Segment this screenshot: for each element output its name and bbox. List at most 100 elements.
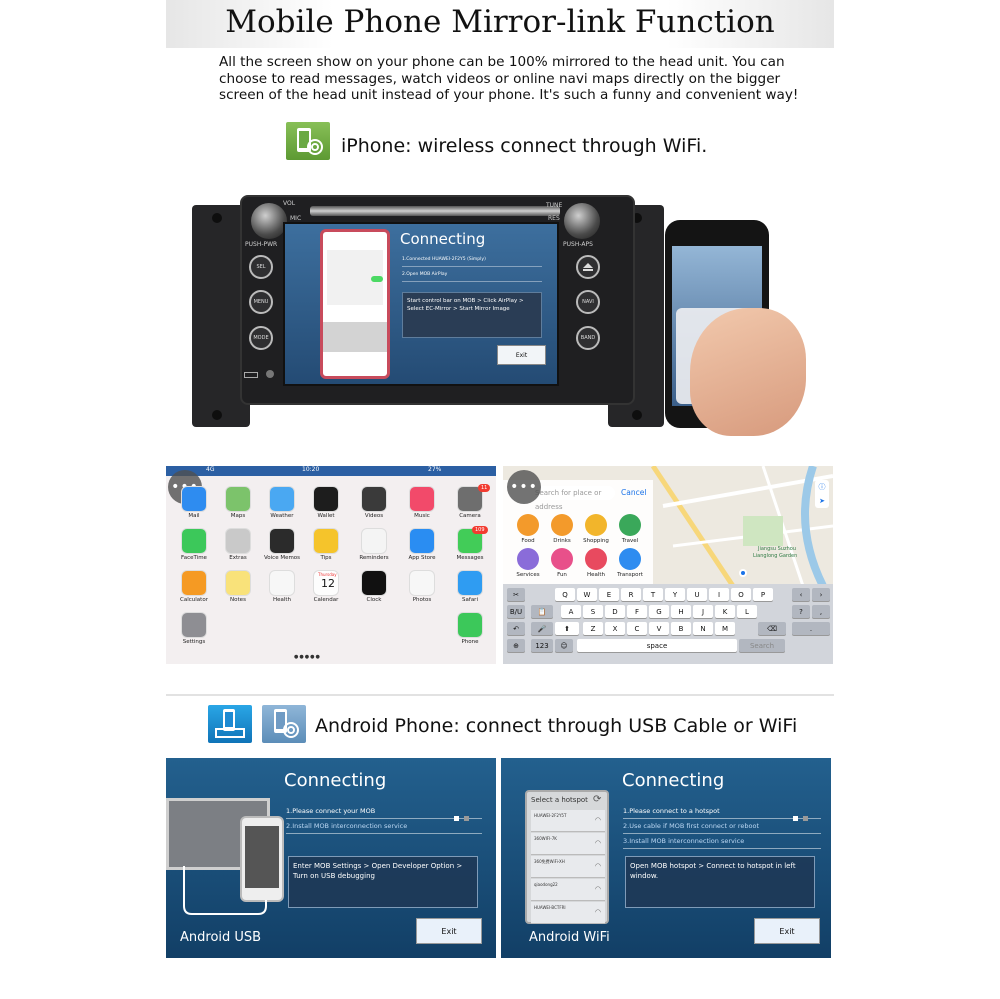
key-c[interactable]: C <box>627 622 647 635</box>
key-p[interactable]: P <box>753 588 773 601</box>
app-reminders[interactable]: Reminders <box>354 528 394 561</box>
category-services[interactable]: Services <box>513 548 543 578</box>
android-wifi-screen: Connecting Select a hotspot ⟳ HUAWEI-2F2… <box>501 758 831 958</box>
app-photos[interactable]: Photos <box>402 570 442 603</box>
key-m[interactable]: M <box>715 622 735 635</box>
exit-button[interactable]: Exit <box>416 918 482 944</box>
category-transport[interactable]: Transport <box>615 548 645 578</box>
key-q[interactable]: Q <box>555 588 575 601</box>
key-l[interactable]: L <box>737 605 757 618</box>
key-s[interactable]: S <box>583 605 603 618</box>
hotspot-item[interactable]: 360免费WiFi-XH◠ <box>531 856 605 878</box>
usb-cable <box>183 866 267 915</box>
menu-button[interactable]: MENU <box>249 290 273 314</box>
space-key[interactable]: space <box>577 639 737 652</box>
key-w[interactable]: W <box>577 588 597 601</box>
key-x[interactable]: X <box>605 622 625 635</box>
key-z[interactable]: Z <box>583 622 603 635</box>
key-r[interactable]: R <box>621 588 641 601</box>
bolt <box>632 410 642 420</box>
app-clock[interactable]: Clock <box>354 570 394 603</box>
eject-button[interactable] <box>576 255 600 279</box>
key-g[interactable]: G <box>649 605 669 618</box>
key-y[interactable]: Y <box>665 588 685 601</box>
key-j[interactable]: J <box>693 605 713 618</box>
mirrored-phone-screen <box>320 229 390 379</box>
app-notes[interactable]: Notes <box>218 570 258 603</box>
map-info-button[interactable]: ⓘ➤ <box>815 480 829 508</box>
category-drinks[interactable]: Drinks <box>547 514 577 544</box>
category-food[interactable]: Food <box>513 514 543 544</box>
exit-button[interactable]: Exit <box>754 918 820 944</box>
category-health[interactable]: Health <box>581 548 611 578</box>
app-music[interactable]: Music <box>402 486 442 519</box>
undo-key[interactable]: ↶ <box>507 622 525 635</box>
volume-knob[interactable] <box>251 203 287 239</box>
band-button[interactable]: BAND <box>576 326 600 350</box>
navi-button[interactable]: NAVI <box>576 290 600 314</box>
app-messages[interactable]: Messages <box>450 528 490 561</box>
app-maps[interactable]: Maps <box>218 486 258 519</box>
app-videos[interactable]: Videos <box>354 486 394 519</box>
app-safari[interactable]: Safari <box>450 570 490 603</box>
menu-dots-button[interactable]: ••• <box>507 470 541 504</box>
emoji-key[interactable]: ☺ <box>555 639 573 652</box>
hotspot-item[interactable]: 360WIFI-7K◠ <box>531 833 605 855</box>
category-travel[interactable]: Travel <box>615 514 645 544</box>
key-h[interactable]: H <box>671 605 691 618</box>
key-n[interactable]: N <box>693 622 713 635</box>
tune-knob[interactable] <box>564 203 600 239</box>
key-u[interactable]: U <box>687 588 707 601</box>
app-settings[interactable]: Settings <box>174 612 214 645</box>
format-key[interactable]: B/U <box>507 605 525 618</box>
key-a[interactable]: A <box>561 605 581 618</box>
key-e[interactable]: E <box>599 588 619 601</box>
clock-icon <box>361 570 387 596</box>
cut-key[interactable]: ✂ <box>507 588 525 601</box>
app-calculator[interactable]: Calculator <box>174 570 214 603</box>
num-key[interactable]: 123 <box>531 639 553 652</box>
app-calendar[interactable]: Calendar <box>306 570 346 603</box>
search-key[interactable]: Search <box>739 639 785 652</box>
refresh-icon[interactable]: ⟳ <box>593 794 602 805</box>
paste-key[interactable]: 📋 <box>531 605 553 618</box>
key-d[interactable]: D <box>605 605 625 618</box>
key-v[interactable]: V <box>649 622 669 635</box>
app-facetime[interactable]: FaceTime <box>174 528 214 561</box>
hotspot-item[interactable]: qiaodong22◠ <box>531 879 605 901</box>
category-shopping[interactable]: Shopping <box>581 514 611 544</box>
key-o[interactable]: O <box>731 588 751 601</box>
sel-button[interactable]: SEL <box>249 255 273 279</box>
app-voice-memos[interactable]: Voice Memos <box>262 528 302 561</box>
delete-key[interactable]: ⌫ <box>758 622 786 635</box>
mic-key[interactable]: 🎤 <box>531 622 553 635</box>
arrow-left-key[interactable]: ‹ <box>792 588 810 601</box>
arrow-right-key[interactable]: › <box>812 588 830 601</box>
app-phone[interactable]: Phone <box>450 612 490 645</box>
key-t[interactable]: T <box>643 588 663 601</box>
app-wallet[interactable]: Wallet <box>306 486 346 519</box>
app-weather[interactable]: Weather <box>262 486 302 519</box>
app-label: Calculator <box>180 597 208 603</box>
shift-key[interactable]: ⬆ <box>555 622 579 635</box>
cancel-button[interactable]: Cancel <box>621 488 647 497</box>
hotspot-item[interactable]: HUAWEI-BCTFRI◠ <box>531 902 605 924</box>
help-key[interactable]: ? <box>792 605 810 618</box>
app-tips[interactable]: Tips <box>306 528 346 561</box>
maps-icon <box>225 486 251 512</box>
hotspot-item[interactable]: HUAWEI-2F2Y5T◠ <box>531 810 605 832</box>
app-mail[interactable]: Mail <box>174 486 214 519</box>
exit-button[interactable]: Exit <box>497 345 546 365</box>
key-i[interactable]: I <box>709 588 729 601</box>
app-app-store[interactable]: App Store <box>402 528 442 561</box>
key-b[interactable]: B <box>671 622 691 635</box>
period-key[interactable]: . <box>792 622 830 635</box>
comma-key[interactable]: , <box>812 605 830 618</box>
globe-key[interactable]: ⊕ <box>507 639 525 652</box>
app-health[interactable]: Health <box>262 570 302 603</box>
key-k[interactable]: K <box>715 605 735 618</box>
mode-button[interactable]: MODE <box>249 326 273 350</box>
app-extras[interactable]: Extras <box>218 528 258 561</box>
key-f[interactable]: F <box>627 605 647 618</box>
category-fun[interactable]: Fun <box>547 548 577 578</box>
